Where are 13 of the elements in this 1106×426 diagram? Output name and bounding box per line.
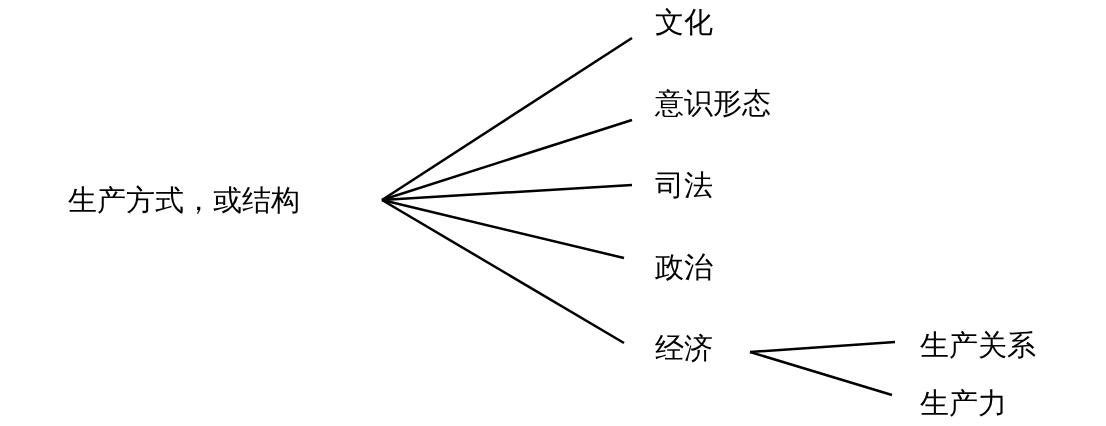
node-label: 文化 [632, 4, 724, 40]
connector-line [381, 36, 633, 202]
node-label: 生产力 [892, 385, 1024, 421]
node-label: 司法 [632, 167, 724, 203]
node-label: 政治 [624, 249, 724, 285]
node-label: 意识形态 [632, 85, 790, 121]
connector-line [381, 118, 633, 202]
node-label: 生产方式，或结构 [68, 182, 382, 218]
connector-line [749, 350, 893, 397]
node-label: 生产关系 [895, 327, 1059, 363]
connector-line [381, 198, 625, 345]
node-label: 经济 [624, 330, 750, 366]
connector-line [381, 198, 625, 260]
